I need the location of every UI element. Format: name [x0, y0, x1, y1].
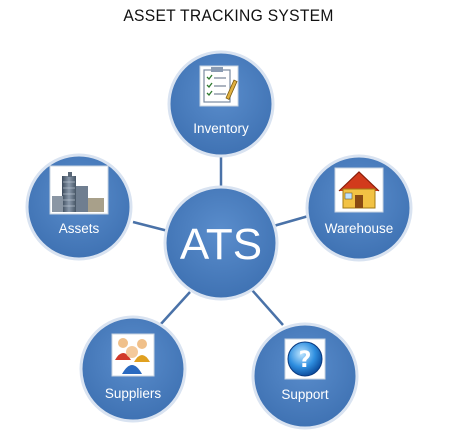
connector-warehouse — [269, 213, 313, 229]
svg-text:?: ? — [299, 348, 312, 373]
clipboard-icon — [199, 65, 239, 107]
node-label-inventory: Inventory — [193, 121, 249, 136]
hub-label: ATS — [180, 220, 262, 269]
help-icon: ? — [284, 338, 326, 380]
connector-support — [251, 289, 284, 326]
node-support[interactable]: ? Support — [251, 322, 359, 430]
people-icon — [111, 333, 155, 377]
node-label-suppliers: Suppliers — [105, 386, 162, 401]
node-inventory[interactable]: Inventory — [167, 50, 275, 158]
node-label-assets: Assets — [59, 221, 100, 236]
house-icon — [334, 167, 384, 213]
node-assets[interactable]: Assets — [25, 153, 133, 261]
node-warehouse[interactable]: Warehouse — [305, 154, 413, 262]
diagram-title: ASSET TRACKING SYSTEM — [123, 6, 334, 25]
hub-ats[interactable]: ATS — [163, 185, 279, 301]
buildings-icon — [49, 165, 109, 215]
node-suppliers[interactable]: Suppliers — [79, 315, 187, 423]
node-label-support: Support — [281, 387, 329, 402]
connector-suppliers — [159, 291, 191, 326]
node-label-warehouse: Warehouse — [325, 221, 394, 236]
